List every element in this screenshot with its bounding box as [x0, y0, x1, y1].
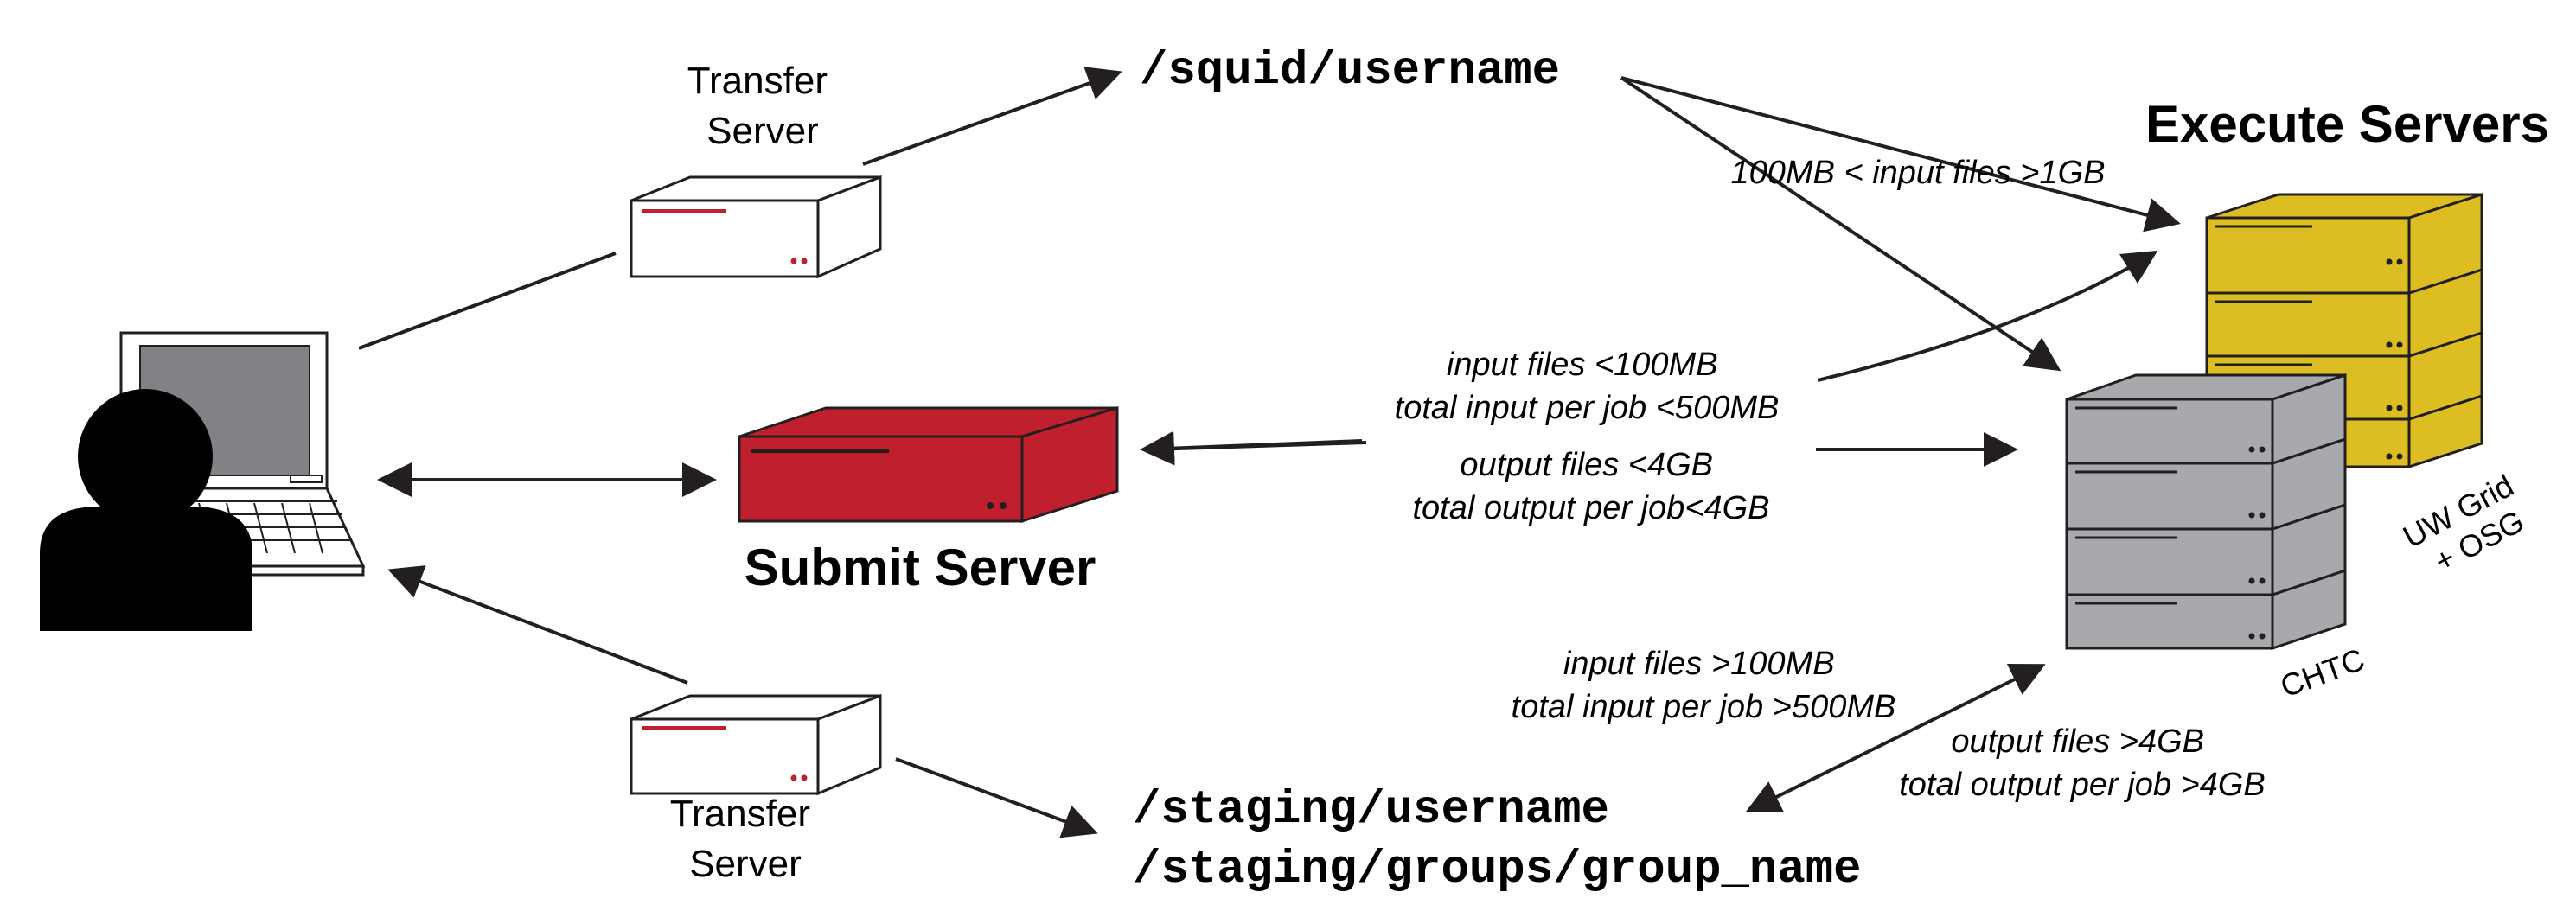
staging-input-condition-label: input files >100MB total input per job >…: [1512, 646, 1896, 725]
squid-condition-label: 100MB < input files >1GB: [1730, 155, 2105, 191]
laptop-to-transfer-top-line: [358, 252, 617, 350]
user-silhouette-icon: [40, 389, 252, 631]
staging-paths-label: /staging/username /staging/groups/group_…: [1133, 784, 1862, 896]
squid-to-uw-grid-arrow: [1620, 76, 2181, 233]
staging-chtc-arrow: [1745, 664, 2046, 812]
transfer-bottom-to-laptop-arrow: [387, 565, 688, 685]
transfer-top-to-squid-arrow: [862, 67, 1122, 166]
transfer-server-bottom-label: Transfer Server: [670, 793, 821, 885]
transfer-bottom-to-staging-arrow: [895, 757, 1098, 838]
staging-output-condition-label: output files >4GB total output per job >…: [1899, 723, 2266, 803]
execute-servers-label: Execute Servers: [2145, 95, 2549, 153]
submit-input-arrow-left: [1140, 430, 1363, 466]
submit-output-condition-label: output files <4GB total output per job<4…: [1412, 447, 1769, 526]
submit-server-label: Submit Server: [745, 538, 1096, 596]
submit-server-icon: [738, 405, 1119, 524]
uw-grid-osg-label: UW Grid + OSG: [2397, 463, 2544, 587]
squid-to-chtc-arrow: [1620, 76, 2061, 372]
chtc-label: CHTC: [2276, 641, 2369, 704]
chtc-server-stack-icon: [2065, 373, 2347, 651]
submit-input-condition-label: input files <100MB total input per job <…: [1395, 347, 1780, 426]
squid-path-label: /squid/username: [1140, 45, 1560, 98]
transfer-server-top-label: Transfer Server: [687, 60, 838, 152]
transfer-server-top-icon: [630, 175, 882, 279]
transfer-server-bottom-icon: [630, 693, 882, 796]
